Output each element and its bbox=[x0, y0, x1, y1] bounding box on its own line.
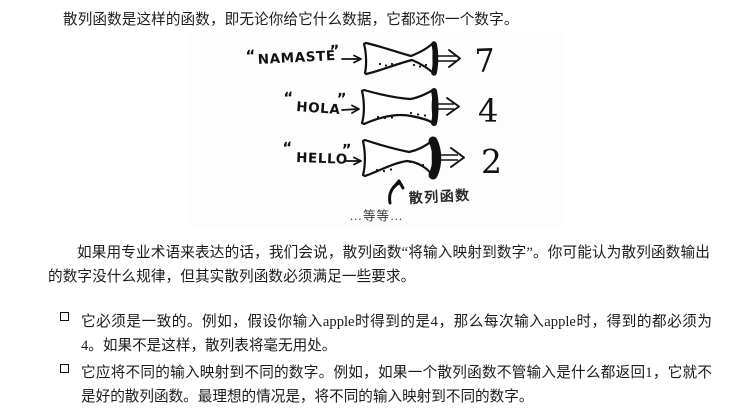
figure-annotation-label: 散列函数 bbox=[408, 187, 471, 207]
list-item-text: 它应将不同的输入映射到不同的数字。例如，如果一个散列函数不管输入是什么都返回1，… bbox=[81, 365, 712, 405]
list-item: 它应将不同的输入映射到不同的数字。例如，如果一个散列函数不管输入是什么都返回1，… bbox=[60, 362, 712, 409]
figure-annotation-arrow bbox=[388, 179, 405, 205]
intro-paragraph: 散列函数是这样的函数，即无论你给它什么数据，它都还你一个数字。 bbox=[63, 12, 519, 28]
requirements-list: 它必须是一致的。例如，假设你输入apple时得到的是4，那么每次输入apple时… bbox=[60, 311, 712, 413]
figure-input-label-2: “ bbox=[282, 138, 293, 157]
hash-function-figure: “ NAMASTE ” bbox=[190, 31, 563, 226]
figure-output-2: 2 bbox=[481, 142, 502, 181]
figure-row-hello: “ HELLO ” bbox=[282, 136, 502, 181]
square-bullet-icon bbox=[60, 364, 69, 373]
figure-arrow-out-0 bbox=[438, 49, 461, 68]
figure-funnel-1 bbox=[360, 88, 439, 126]
figure-arrow-in-0 bbox=[341, 54, 362, 64]
figure-output-0: 7 bbox=[474, 41, 496, 80]
figure-output-1: 4 bbox=[478, 92, 498, 130]
figure-input-quote-close-2: ” bbox=[342, 141, 352, 159]
list-item-text: 它必须是一致的。例如，假设你输入apple时得到的是4，那么每次输入apple时… bbox=[81, 314, 712, 354]
figure-input-text-2: HELLO bbox=[296, 150, 348, 168]
figure-input-label-1: “ bbox=[283, 88, 294, 107]
square-bullet-icon bbox=[60, 312, 69, 321]
figure-row-hola: “ HOLA ” bbox=[283, 88, 498, 130]
figure-funnel-2 bbox=[361, 136, 442, 180]
figure-input-quote-close-1: ” bbox=[337, 90, 347, 108]
figure-arrow-out-1 bbox=[438, 97, 460, 116]
figure-row-namaste: “ NAMASTE ” bbox=[245, 41, 496, 80]
figure-arrow-out-2 bbox=[440, 147, 465, 168]
figure-input-quote-close-0: ” bbox=[329, 42, 340, 60]
figure-caption: …等等… bbox=[349, 209, 404, 223]
figure-funnel-0 bbox=[362, 41, 439, 76]
figure-input-text-1: HOLA bbox=[296, 99, 341, 118]
figure-arrow-in-2 bbox=[345, 156, 362, 166]
figure-arrow-in-1 bbox=[341, 104, 360, 114]
figure-input-text-0: NAMASTE bbox=[257, 48, 336, 68]
figure-input-label-0: “ bbox=[245, 46, 256, 65]
hash-function-diagram: “ NAMASTE ” bbox=[245, 41, 502, 207]
body-paragraph: 如果用专业术语来表达的话，我们会说，散列函数“将输入映射到数字”。你可能认为散列… bbox=[48, 245, 710, 285]
list-item: 它必须是一致的。例如，假设你输入apple时得到的是4，那么每次输入apple时… bbox=[60, 311, 712, 358]
